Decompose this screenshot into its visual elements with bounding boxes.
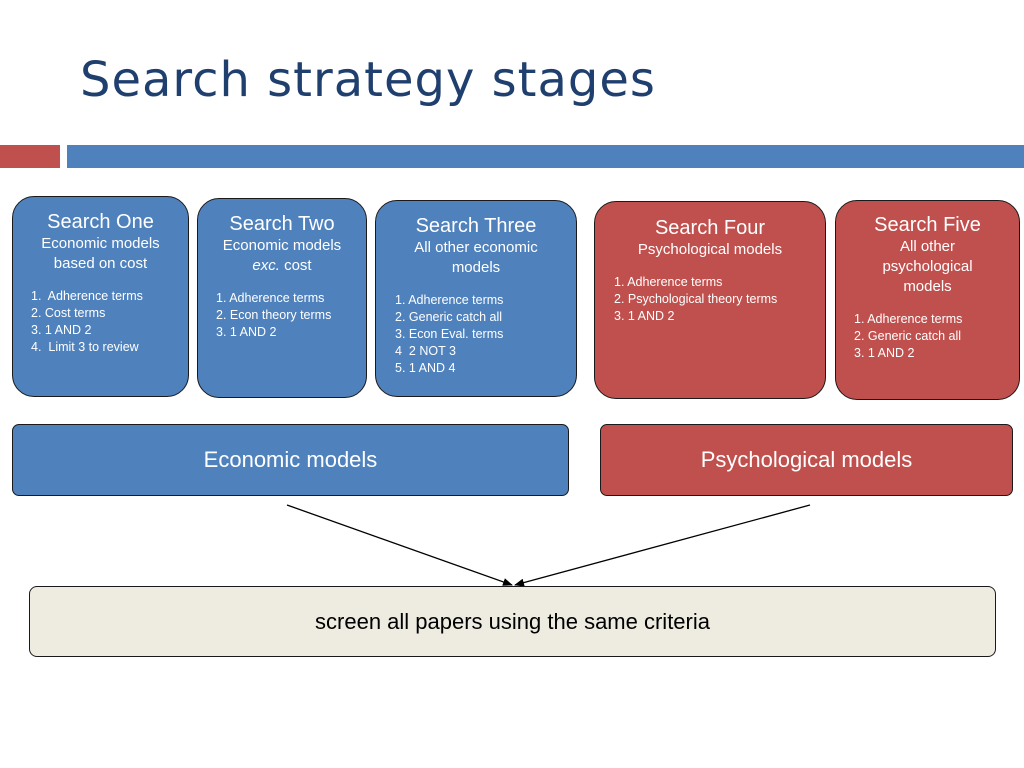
search-four-desc: Psychological models	[637, 241, 783, 258]
search-five-steps: 1. Adherence terms 2. Generic catch all …	[836, 311, 1019, 362]
search-step: 1. Adherence terms	[395, 293, 504, 307]
search-one-box: Search One Economic models based on cost…	[12, 196, 189, 397]
accent-bar-red	[0, 145, 60, 168]
search-five-box: Search Five All other psychological mode…	[835, 200, 1020, 400]
search-step: 1. Adherence terms	[31, 289, 143, 303]
arrow-psychological	[514, 504, 811, 587]
search-four-steps: 1. Adherence terms 2. Psychological theo…	[595, 274, 825, 325]
search-four-title: Search Four	[654, 217, 766, 239]
search-one-desc: Economic models based on cost	[41, 235, 160, 272]
search-five-desc: All other psychological models	[882, 238, 973, 295]
search-step: 1. Adherence terms	[854, 312, 963, 326]
search-step: 2. Generic catch all	[395, 310, 502, 324]
search-two-box: Search Two Economic models exc. cost 1. …	[197, 198, 367, 398]
search-step: 1. Adherence terms	[216, 291, 325, 305]
search-step: 3. Econ Eval. terms	[395, 327, 504, 341]
search-step: 3. 1 AND 2	[854, 346, 915, 360]
search-two-steps: 1. Adherence terms 2. Econ theory terms …	[198, 290, 366, 341]
psychological-models-box: Psychological models	[600, 424, 1013, 496]
search-two-title: Search Two	[229, 213, 335, 235]
search-three-steps: 1. Adherence terms 2. Generic catch all …	[376, 292, 576, 377]
accent-bar-blue	[67, 145, 1024, 168]
search-four-box: Search Four Psychological models 1. Adhe…	[594, 201, 826, 399]
screening-box: screen all papers using the same criteri…	[29, 586, 996, 657]
search-step: 3. 1 AND 2	[614, 309, 675, 323]
economic-models-box: Economic models	[12, 424, 569, 496]
search-five-title: Search Five	[874, 214, 981, 236]
search-step: 1. Adherence terms	[614, 275, 723, 289]
search-step: 5. 1 AND 4	[395, 361, 456, 375]
search-step: 2. Psychological theory terms	[614, 292, 778, 306]
search-step: 4. Limit 3 to review	[31, 340, 139, 354]
search-two-desc: Economic models exc. cost	[222, 237, 342, 274]
search-three-desc: All other economic models	[414, 239, 538, 276]
slide-title: Search strategy stages	[80, 52, 656, 108]
search-three-title: Search Three	[415, 215, 537, 237]
search-step: 2. Cost terms	[31, 306, 106, 320]
search-one-title: Search One	[47, 211, 154, 233]
search-step: 3. 1 AND 2	[31, 323, 92, 337]
search-step: 3. 1 AND 2	[216, 325, 277, 339]
search-three-box: Search Three All other economic models 1…	[375, 200, 577, 397]
search-step: 2. Generic catch all	[854, 329, 961, 343]
search-one-steps: 1. Adherence terms 2. Cost terms 3. 1 AN…	[13, 288, 188, 356]
search-step: 4 2 NOT 3	[395, 344, 456, 358]
search-step: 2. Econ theory terms	[216, 308, 332, 322]
arrow-economic	[286, 504, 513, 586]
